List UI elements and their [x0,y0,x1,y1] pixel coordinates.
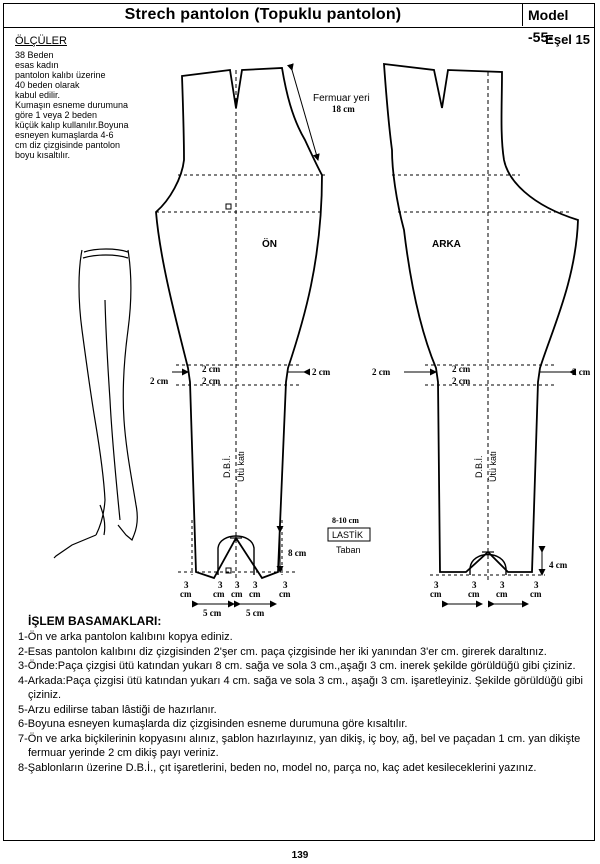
front-8cm: 8 cm [288,548,307,558]
step-item: 2-Esas pantolon kalıbını diz çizgisinden… [18,645,547,658]
page-frame: Strech pantolon (Topuklu pantolon) Model… [3,3,595,841]
measurement-line: esas kadın [15,60,59,70]
lastik-box [327,527,371,542]
back-hem-cm-a: cm [430,589,442,599]
lastik-label: LASTİK [332,530,363,540]
scale-label: Eşel 15 [545,32,590,47]
front-hem-3-d: 3 [253,580,258,590]
step-item: 1-Ön ve arka pantolon kalıbını kopya edi… [18,631,233,643]
front-hem-cm-a: cm [180,589,192,599]
step-item: 8-Şablonların üzerine D.B.İ., çıt işaret… [18,761,537,774]
step-item: 4-Arkada:Paça çizgisi ütü katından yukar… [18,674,583,702]
measurement-line: boyu kısaltılır. [15,150,71,160]
front-label: ÖN [262,237,277,250]
front-hem-5cm-a: 5 cm [203,608,222,618]
back-hem-3-b: 3 [472,580,477,590]
step-item: 5-Arzu edilirse taban lâstiği de hazırla… [18,703,217,716]
front-hem-cm-b: cm [213,589,225,599]
measurement-line: küçük kalıp kullanılır.Boyuna [15,120,129,130]
front-hem-cm-d: cm [249,589,261,599]
measurement-line: pantolon kalıbı üzerine [15,70,106,80]
front-hem-cm-c: cm [231,589,243,599]
model-number: Model -55- [522,4,594,45]
measurement-line: 38 Beden [15,50,54,60]
back-4cm: 4 cm [549,560,568,570]
back-knee-right-2cm: 2 cm [572,367,591,377]
back-label: ARKA [432,239,461,250]
back-hem-3-d: 3 [534,580,539,590]
front-knee-left-2cm: 2 cm [150,376,169,386]
step-item: 7-Ön ve arka biçkilerinin kopyasını alın… [18,732,581,760]
front-utu-kati: Ütü katı [236,451,246,482]
measurement-line: esneyen kumaşlarda 4-6 [15,130,114,140]
steps-heading: İŞLEM BASAMAKLARI: [28,614,162,628]
diagram-labels: Fermuar yeri 18 cm ÖN ARKA 2 cm 2 cm 2 c… [150,93,591,618]
measurement-line: 40 beden olarak [15,80,80,90]
front-knee-right-2cm: 2 cm [312,367,331,377]
front-dbi: D.B.İ. [222,455,232,478]
front-pattern [155,63,325,608]
measurement-line: kabul edilir. [15,90,61,100]
figure-illustration [53,248,138,559]
front-hem-cm-e: cm [279,589,291,599]
measurement-line: göre 1 veya 2 beden [15,110,98,120]
back-hem-3-c: 3 [500,580,505,590]
front-hem-3-c: 3 [235,580,240,590]
back-knee-inner-bottom: 2 cm [452,376,471,386]
page-number: 139 [291,850,309,861]
page-title: Strech pantolon (Topuklu pantolon) [124,6,402,23]
taban-label: Taban [336,545,361,555]
step-item: 6-Boyuna esneyen kumaşlarda diz çizgisin… [18,718,408,730]
measurements-notes: 38 Beden esas kadın pantolon kalıbı üzer… [15,50,185,160]
back-dbi: D.B.İ. [474,455,484,478]
front-knee-inner-top: 2 cm [202,364,221,374]
back-pattern [383,62,579,608]
zipper-value: 18 cm [332,104,355,114]
back-knee-inner-top: 2 cm [452,364,471,374]
strap-size: 8-10 cm [332,516,359,525]
front-hem-5cm-b: 5 cm [246,608,265,618]
back-hem-cm-d: cm [530,589,542,599]
steps-list: 1-Ön ve arka pantolon kalıbını kopya edi… [18,630,588,775]
front-hem-3-b: 3 [218,580,223,590]
measurement-line: Kumaşın esneme durumuna [15,100,129,110]
back-knee-left-2cm: 2 cm [372,367,391,377]
title-bar: Strech pantolon (Topuklu pantolon) Model… [4,4,594,45]
measurement-line: cm diz çizgisinde pantolon [15,140,121,150]
back-hem-cm-c: cm [496,589,508,599]
front-hem-3-a: 3 [184,580,189,590]
measurements-heading: ÖLÇÜLER [15,35,67,47]
back-hem-3-a: 3 [434,580,439,590]
zipper-label: Fermuar yeri [313,93,370,104]
back-utu-kati: Ütü katı [488,451,498,482]
front-hem-3-e: 3 [283,580,288,590]
step-item: 3-Önde:Paça çizgisi ütü katından yukarı … [18,660,576,672]
front-knee-inner-bottom: 2 cm [202,376,221,386]
back-hem-cm-b: cm [468,589,480,599]
